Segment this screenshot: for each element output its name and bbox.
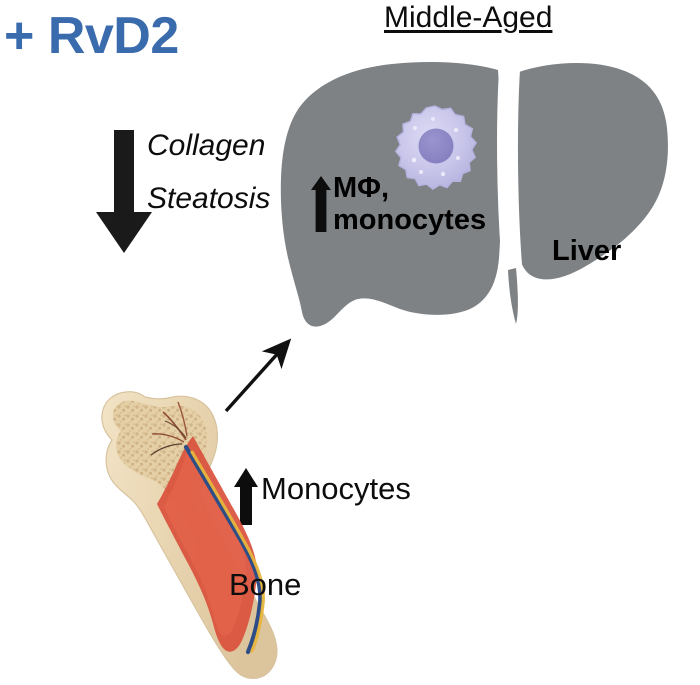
liver-label: Liver bbox=[552, 235, 622, 267]
falciform-ligament-right bbox=[510, 58, 526, 316]
liver-cell-annotation: МΦ,monocytes bbox=[333, 172, 486, 237]
bone-vessel-blue bbox=[183, 444, 263, 655]
up-arrow-icon-bone bbox=[234, 468, 258, 525]
outcome-label-steatosis: Steatosis bbox=[147, 182, 271, 215]
cell-granule bbox=[431, 117, 435, 121]
macrophage-cell bbox=[394, 105, 477, 190]
treatment-label: + RvD2 bbox=[4, 7, 179, 65]
bone-vascular-branch bbox=[162, 411, 187, 441]
down-arrow-icon bbox=[96, 130, 152, 253]
outcome-label-collagen: Collagen bbox=[147, 129, 266, 162]
cell-granule bbox=[419, 170, 423, 174]
bone-illustration bbox=[101, 391, 278, 679]
cell-granule bbox=[456, 156, 460, 160]
cell-nucleus bbox=[418, 128, 454, 164]
macrophage-annotation-line2: monocytes bbox=[333, 204, 487, 237]
diagonal-arrow-icon bbox=[224, 338, 292, 413]
macrophage-annotation-line1: МΦ, bbox=[333, 172, 390, 204]
bone-vascular-branch bbox=[164, 420, 187, 439]
bone-vascular-branch bbox=[150, 443, 183, 456]
cell-granule bbox=[440, 171, 446, 177]
falciform-ligament-left bbox=[497, 58, 520, 322]
cell-granule bbox=[413, 126, 417, 130]
cell-granule bbox=[411, 157, 417, 163]
bone-label: Bone bbox=[229, 567, 302, 602]
bone-vascular-branch bbox=[151, 433, 185, 443]
cohort-title: Middle-Aged bbox=[384, 1, 553, 34]
bone-vascular-branch bbox=[177, 401, 188, 437]
bone-vessel-yellow bbox=[190, 450, 265, 653]
cell-granule bbox=[453, 127, 459, 133]
up-arrow-icon-liver bbox=[311, 176, 331, 232]
bone-monocytes-label: Monocytes bbox=[261, 471, 411, 506]
ligament-tail bbox=[508, 268, 518, 324]
liver-right-lobe bbox=[515, 63, 668, 280]
bone-marrow-highlight bbox=[164, 446, 247, 636]
